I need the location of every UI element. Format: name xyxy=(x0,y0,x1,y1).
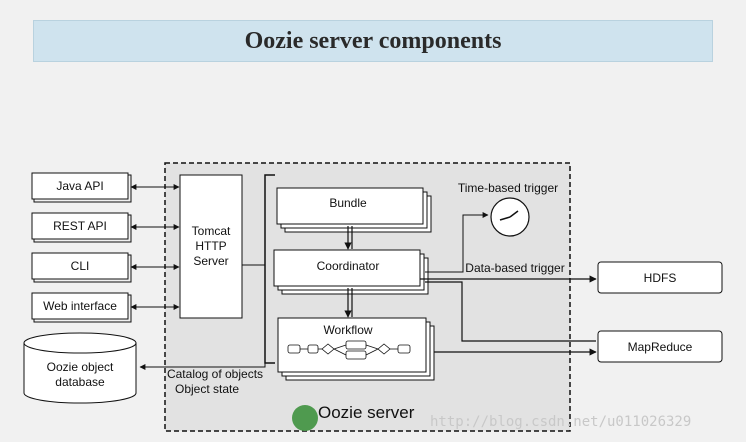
clock-icon xyxy=(490,197,530,237)
tomcat-label-line2: HTTP xyxy=(195,239,226,253)
client-label: REST API xyxy=(53,219,107,233)
title-banner: Oozie server components xyxy=(33,20,713,62)
arrow-catalog-to-database xyxy=(139,363,266,370)
catalog-label-line2: Object state xyxy=(175,382,239,396)
mapreduce-label: MapReduce xyxy=(628,340,693,354)
client-rest-api: REST API xyxy=(31,212,132,243)
client-web-interface: Web interface xyxy=(31,292,132,323)
bundle-label: Bundle xyxy=(329,196,367,210)
arrow-coordinator-to-mapreduce xyxy=(425,281,596,342)
workflow-label: Workflow xyxy=(323,323,372,337)
bundle-box: Bundle xyxy=(276,187,432,233)
client-cli: CLI xyxy=(31,252,132,283)
client-label: Web interface xyxy=(43,299,117,313)
data-trigger-label: Data-based trigger xyxy=(465,261,564,275)
tomcat-server-box: Tomcat HTTP Server xyxy=(179,174,243,319)
mapreduce-box: MapReduce xyxy=(597,330,723,363)
database-label-line2: database xyxy=(55,375,105,389)
oozie-logo-icon xyxy=(292,405,318,431)
database-label-line1: Oozie object xyxy=(47,360,114,374)
database-cylinder: Oozie object database xyxy=(23,332,137,404)
client-label: Java API xyxy=(56,179,103,193)
coordinator-box: Coordinator xyxy=(273,249,429,295)
arrow-time-trigger xyxy=(425,212,489,273)
time-trigger-label: Time-based trigger xyxy=(458,181,558,195)
hdfs-box: HDFS xyxy=(597,261,723,294)
client-java-api: Java API xyxy=(31,172,132,203)
client-label: CLI xyxy=(71,259,90,273)
diagram-title: Oozie server components xyxy=(244,27,502,54)
oozie-server-label: Oozie server xyxy=(318,403,415,422)
components-bracket xyxy=(264,174,275,364)
hdfs-label: HDFS xyxy=(644,271,677,285)
coordinator-label: Coordinator xyxy=(317,259,380,273)
tomcat-label-line1: Tomcat xyxy=(192,224,231,238)
watermark-text: http://blog.csdn.net/u011026329 xyxy=(430,414,691,430)
catalog-label-line1: Catalog of objects xyxy=(167,367,263,381)
workflow-dag-icon xyxy=(287,340,411,360)
workflow-box: Workflow xyxy=(277,317,435,381)
tomcat-label-line3: Server xyxy=(193,254,228,268)
